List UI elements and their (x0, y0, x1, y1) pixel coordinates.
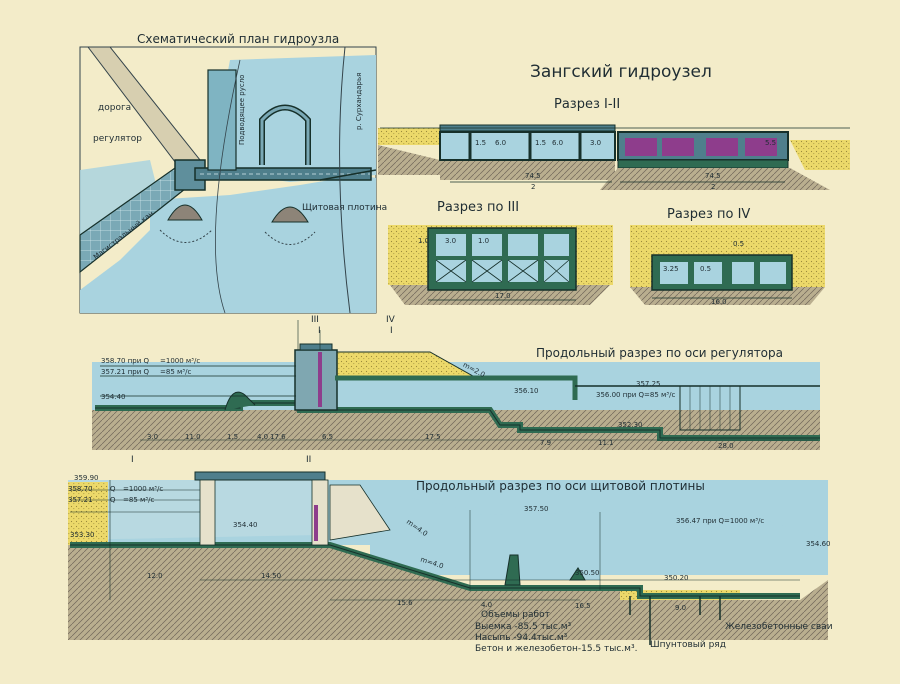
section-3-dim: 1.0 (478, 237, 490, 245)
level-label: =1000 м³/с (160, 357, 201, 365)
regulator-dim: 4.0 (257, 433, 269, 441)
level-label: 356.10 (514, 387, 539, 395)
section-4 (630, 225, 825, 305)
level-label: 356.00 при Q=85 м³/с (596, 391, 676, 399)
level-label: 350.20 (664, 574, 689, 582)
level-label: 356.47 при Q=1000 м³/с (676, 517, 765, 525)
section-1-2-dim: 74.5 (525, 172, 541, 180)
level-label: 353.30 (70, 531, 95, 539)
dam-dim: 16.5 (575, 602, 591, 610)
level-label: 357.25 (636, 380, 661, 388)
level-label: 352.30 (618, 421, 643, 429)
level-label: 357.21 (68, 496, 93, 504)
section-1-2-dim: 2 (531, 183, 536, 191)
level-label: =85 м³/с (123, 496, 155, 504)
level-label: =85 м³/с (160, 368, 192, 376)
plan-view (79, 46, 377, 314)
marker-i: I (318, 326, 321, 336)
plan-label-road: дорога (98, 103, 132, 113)
section-4-dim: 0.5 (700, 265, 712, 273)
regulator-dim: 17.5 (425, 433, 441, 441)
marker-i: I (131, 455, 134, 465)
section-3-title: Разрез по III (437, 200, 520, 215)
plan-title: Схематический план гидроузла (137, 32, 340, 46)
volume-item: Насыпь -94.4тыс.м³ (475, 633, 568, 643)
plan-label-feeder: Подводящее русло (238, 74, 246, 145)
section-1-2-dim: 1.5 (475, 139, 487, 147)
level-label: 350.50 (575, 569, 600, 577)
dam-dim: 15.6 (397, 599, 413, 607)
section-1-2-dim: 2 (711, 183, 716, 191)
marker-i: I (390, 326, 393, 336)
section-1-2-dim: 6.0 (495, 139, 507, 147)
level-label: 358.70 (68, 485, 93, 493)
section-1-2-dim: 3.0 (590, 139, 602, 147)
section-1-2 (378, 124, 850, 190)
plan-label-dam: Щитовая плотина (302, 203, 388, 213)
regulator-profile-title: Продольный разрез по оси регулятора (536, 346, 783, 360)
level-label: 357.50 (524, 505, 549, 513)
section-4-dim: 16.0 (711, 298, 727, 306)
section-1-2-dim: 1.5 (535, 139, 547, 147)
regulator-dim: 11.0 (185, 433, 201, 441)
section-1-2-dim: 6.0 (552, 139, 564, 147)
regulator-dim: 1.5 (227, 433, 239, 441)
level-label: Q (110, 496, 116, 504)
section-1-2-dim: 74.5 (705, 172, 721, 180)
marker-ii: II (306, 455, 312, 465)
level-label: Q (110, 485, 116, 493)
plan-label-regulator: регулятор (93, 134, 142, 144)
section-4-dim: 0.5 (733, 240, 745, 248)
level-label: 357.21 при Q (101, 368, 150, 376)
dam-dim: 12.0 (147, 572, 163, 580)
section-4-title: Разрез по IV (667, 207, 751, 222)
section-4-dim: 3.25 (663, 265, 679, 273)
callout-sheet-pile: Шпунтовый ряд (650, 640, 726, 650)
volume-item: Бетон и железобетон-15.5 тыс.м³. (475, 644, 638, 654)
dam-dim: 9.0 (675, 604, 687, 612)
regulator-profile (92, 320, 820, 450)
level-label: 354.40 (233, 521, 258, 529)
marker-iv: IV (386, 315, 395, 325)
volume-item: Выемка -85.5 тыс.м³ (475, 622, 572, 632)
main-title: Зангский гидроузел (530, 62, 712, 82)
regulator-dim: 7.9 (540, 439, 552, 447)
dam-profile-title: Продольный разрез по оси щитовой плотины (416, 479, 705, 493)
callout-piles: Железобетонные сваи (725, 622, 833, 632)
level-label: =1000 м³/с (123, 485, 164, 493)
section-1-2-dim: 5.5 (765, 139, 777, 147)
regulator-dim: 6.5 (322, 433, 334, 441)
dam-dim: 14.50 (261, 572, 282, 580)
plan-label-river: р. Сурхандарья (355, 72, 363, 130)
volumes-title: Объемы работ (481, 610, 550, 620)
section-3-dim: 3.0 (445, 237, 457, 245)
dam-profile (68, 471, 828, 645)
level-label: 358.70 при Q (101, 357, 150, 365)
marker-iii: III (311, 315, 319, 325)
level-label: 359.90 (74, 474, 99, 482)
regulator-dim: 11.1 (598, 439, 614, 447)
section-3 (388, 225, 613, 305)
section-3-dim: 17.0 (495, 292, 511, 300)
section-3-dim: 1.0 (418, 237, 430, 245)
regulator-dim: 28.0 (718, 442, 734, 450)
regulator-dim: 17.6 (270, 433, 286, 441)
level-label: 354.60 (806, 540, 831, 548)
regulator-dim: 3.0 (147, 433, 159, 441)
level-label: 354.40 (101, 393, 126, 401)
section-1-2-title: Разрез I-II (554, 97, 621, 112)
dam-dim: 4.0 (481, 601, 493, 609)
